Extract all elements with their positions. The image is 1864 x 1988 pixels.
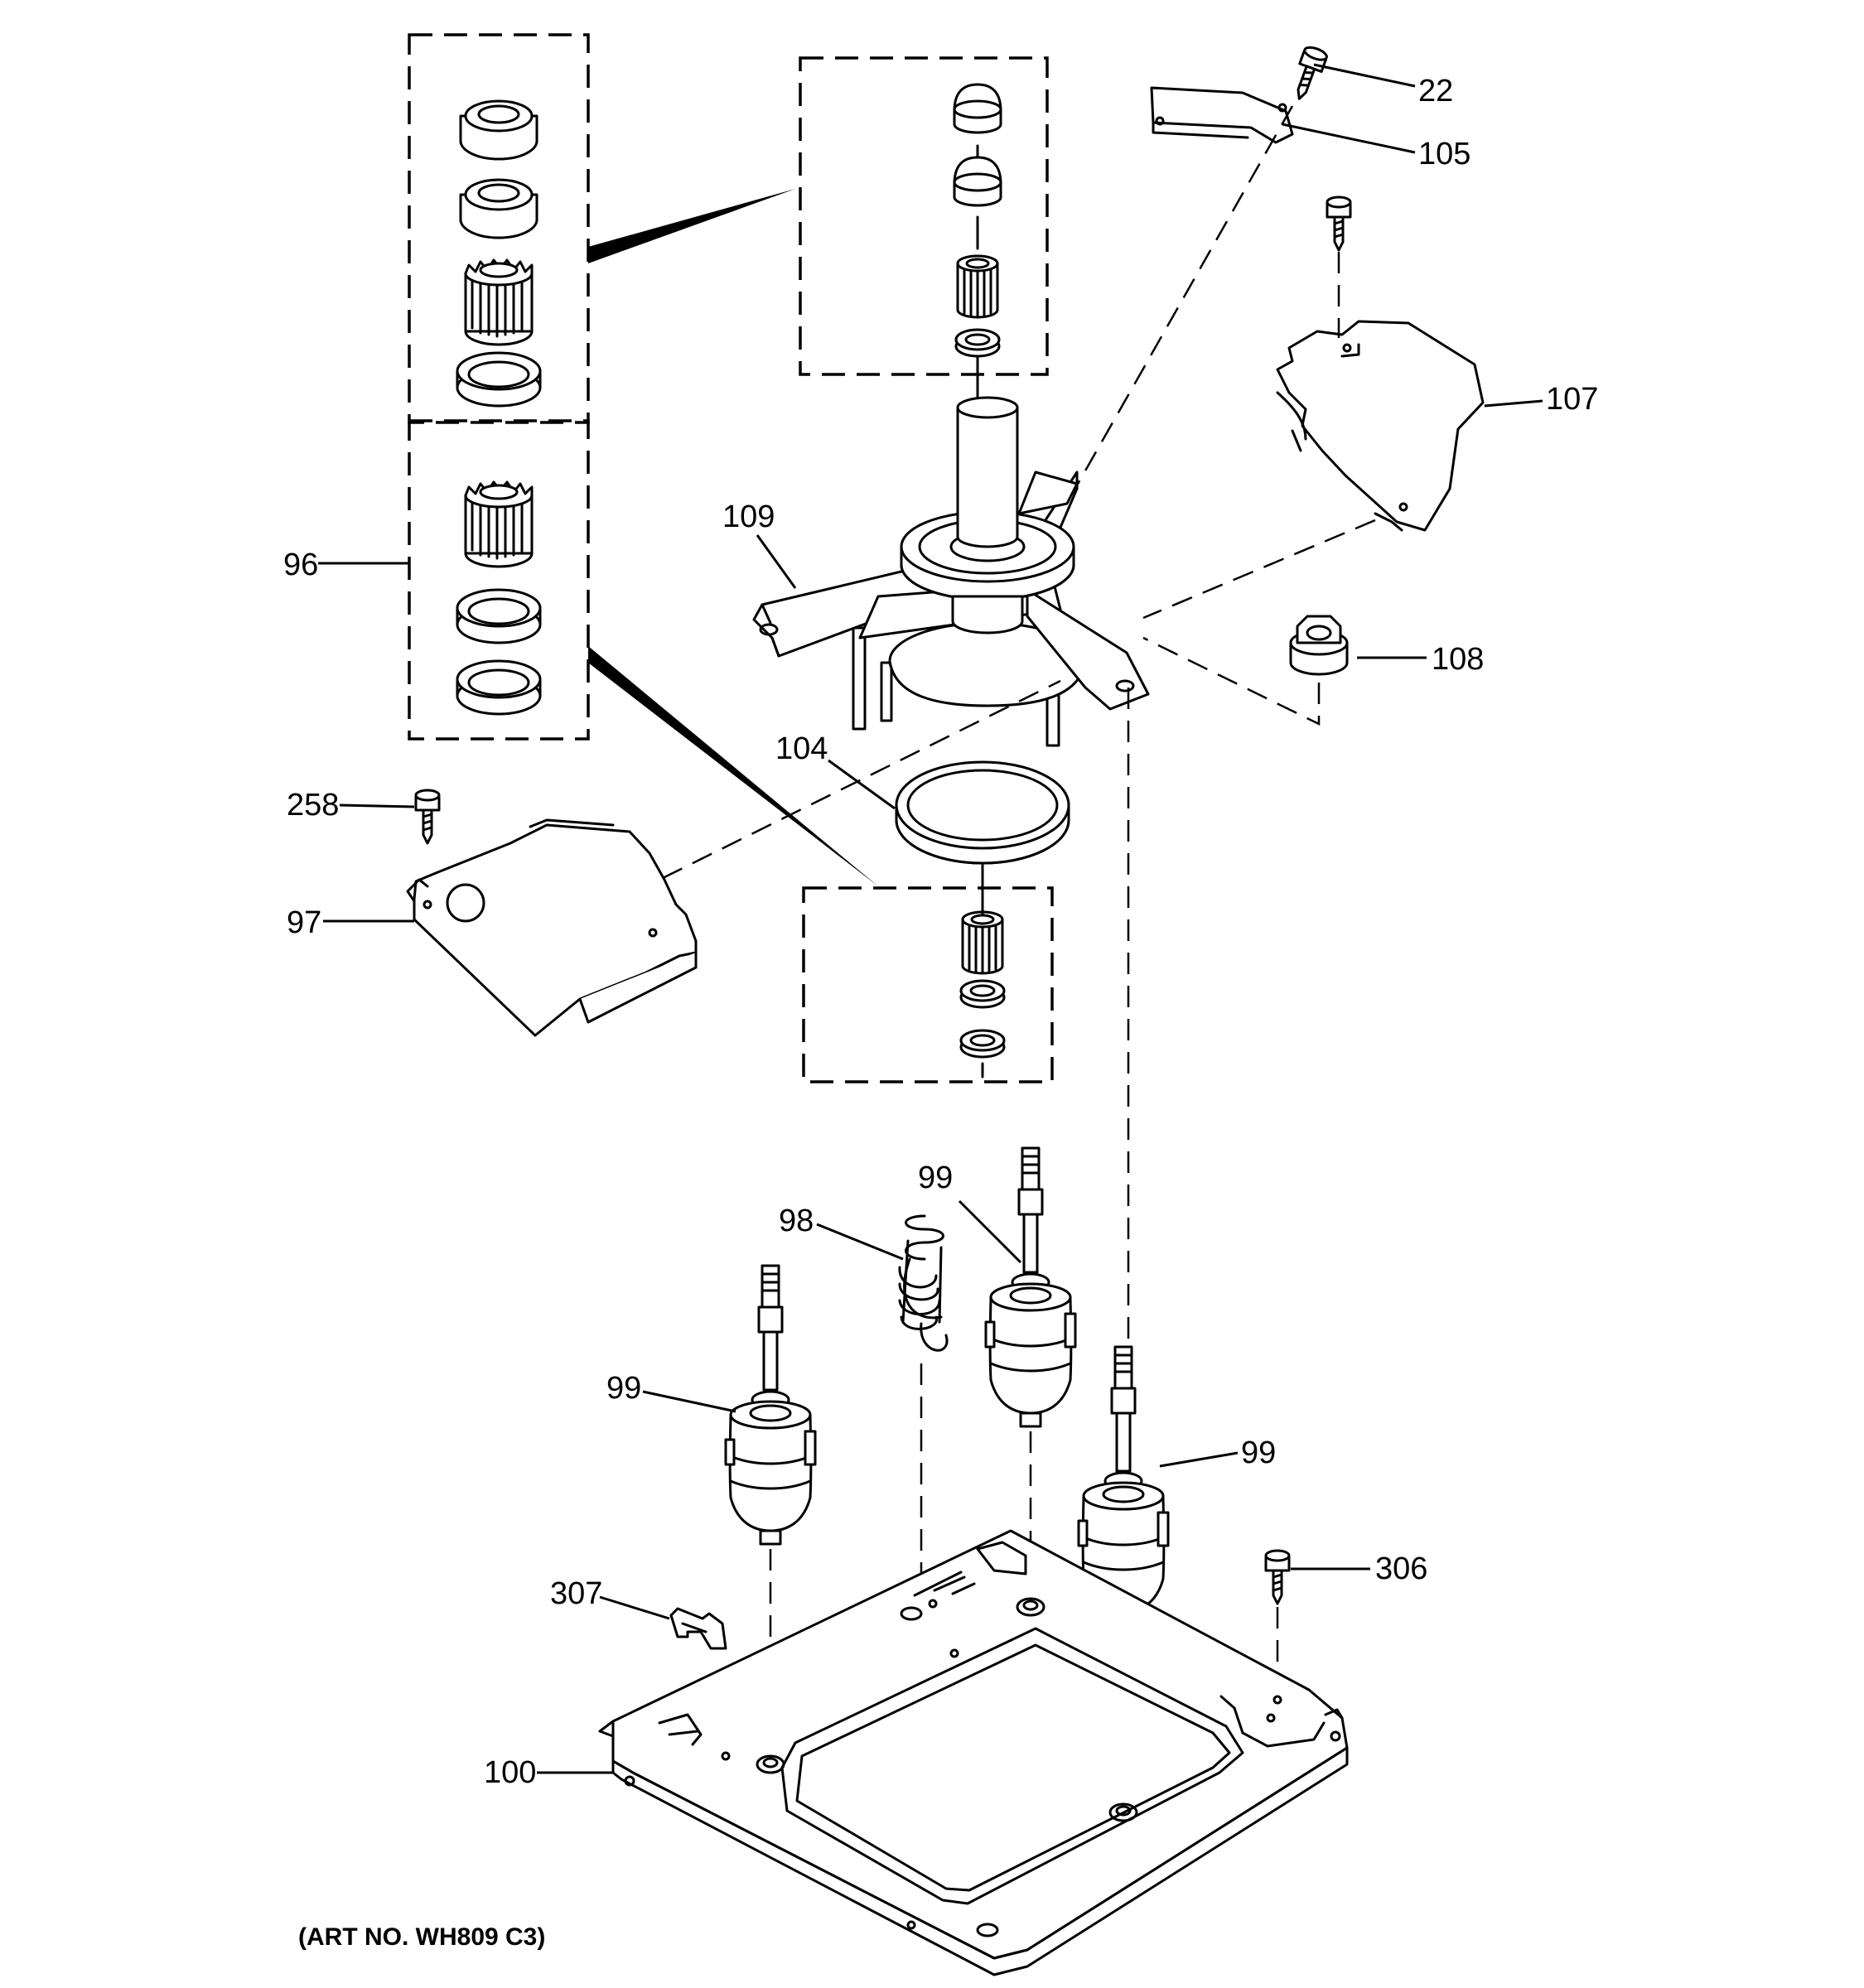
snubber-99-center: [984, 1146, 1077, 1428]
callout-99-right: 99: [1241, 1436, 1276, 1470]
alignment-line-97: [662, 679, 1061, 880]
art-number: (ART NO. WH809 C3): [298, 1923, 545, 1951]
callout-96: 96: [283, 548, 318, 582]
cover-plate-107: [1276, 320, 1485, 532]
callout-105: 105: [1418, 137, 1470, 171]
bolt-cover-107: [1326, 195, 1352, 252]
callout-104: 104: [775, 731, 828, 766]
bearing-kit-top-box: [799, 56, 1049, 376]
callout-97: 97: [287, 905, 321, 940]
seal-kit-lower-box: [408, 419, 590, 741]
callout-98: 98: [779, 1204, 814, 1238]
alignment-line-107b: [1142, 519, 1376, 620]
bearing-kit-bottom-box: [802, 886, 1054, 1083]
spring-98: [898, 1214, 949, 1352]
base-frame-100: [598, 1529, 1349, 1976]
bolt-258: [414, 789, 441, 845]
callout-108: 108: [1432, 642, 1484, 677]
bracket-105: [1150, 86, 1294, 144]
leader-lines: [318, 63, 1543, 1774]
connector-wedge-upper: [588, 189, 795, 263]
drive-belt-104: [895, 760, 1070, 865]
callout-100: 100: [484, 1755, 536, 1790]
cover-plate-97: [406, 818, 698, 1037]
nut-108: [1289, 615, 1349, 676]
clip-307: [669, 1607, 727, 1650]
snubber-99-left: [724, 1264, 817, 1546]
callout-107: 107: [1546, 382, 1598, 417]
callout-99-left: 99: [606, 1371, 641, 1406]
seal-kit-upper-box: [408, 33, 590, 424]
bolt-306: [1264, 1549, 1291, 1605]
callout-258: 258: [287, 788, 339, 823]
callout-22: 22: [1418, 74, 1453, 109]
alignment-line-108: [1142, 636, 1321, 726]
screw-22: [1287, 43, 1330, 104]
suspension-base-assembly: [752, 396, 1150, 747]
callout-307: 307: [550, 1576, 602, 1611]
callout-99-center: 99: [918, 1160, 953, 1195]
callout-109: 109: [722, 499, 775, 534]
alignment-line: [1075, 105, 1294, 486]
callout-306: 306: [1375, 1551, 1427, 1586]
connector-wedge-lower: [588, 646, 878, 886]
